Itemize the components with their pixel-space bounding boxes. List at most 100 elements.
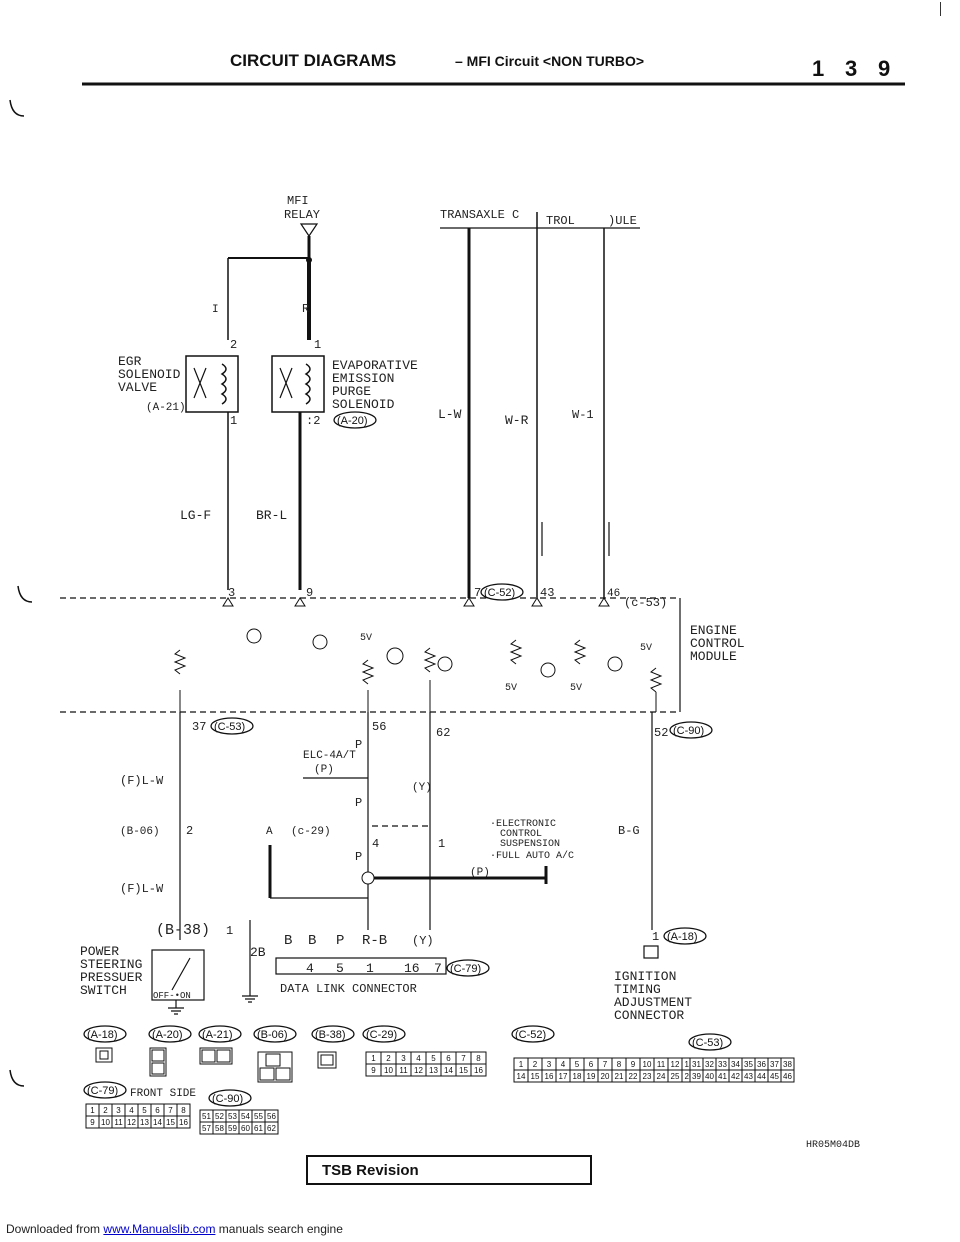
connector-pin-number: 23 (643, 1072, 652, 1081)
svg-text:(C-53): (C-53) (214, 721, 245, 733)
connector-pin-cell (264, 1121, 279, 1135)
dlc-num-16: 16 (404, 961, 420, 976)
front-side-label: FRONT SIDE (130, 1088, 196, 1100)
ps-connector: (B-38) (156, 922, 210, 939)
page-num-1: 1 (812, 56, 824, 81)
connector-pin-number: 52 (215, 1112, 224, 1121)
connector-pin-number: 7 (461, 1054, 466, 1063)
footer-suffix: manuals search engine (218, 1222, 343, 1236)
wire-y-label: (Y) (412, 782, 432, 794)
egr-diode-symbol (193, 367, 207, 399)
connector-pin-number: 19 (587, 1072, 596, 1081)
connector-pin-number: 41 (718, 1072, 727, 1081)
connector-pin-number: 15 (531, 1072, 540, 1081)
svg-text:(A-20): (A-20) (152, 1029, 183, 1041)
legend-a21: (A-21) (198, 1025, 242, 1043)
elc-label: ELC-4A/T (303, 750, 356, 762)
c29-pin-1: 1 (438, 837, 445, 851)
connector-pin-number: 11 (114, 1118, 123, 1127)
connector-pin-number: 3 (401, 1054, 406, 1063)
wire-p-2: P (355, 796, 362, 810)
connector-pin-number: 12 (127, 1118, 136, 1127)
egr-label-1: EGR (118, 354, 142, 369)
connector-pin-number: 12 (671, 1060, 680, 1069)
ecm-pin-52: 52 (654, 726, 668, 740)
connector-pin-number: 45 (770, 1072, 779, 1081)
ecs-label-1: ·ELECTRONIC (490, 819, 556, 830)
egr-label-2: SOLENOID (118, 367, 181, 382)
svg-text:(B-38): (B-38) (315, 1029, 346, 1041)
connector-pin-number: 5 (431, 1054, 436, 1063)
footer-link[interactable]: www.Manualslib.com (103, 1222, 216, 1236)
connector-pin-number: 18 (573, 1072, 582, 1081)
connector-pin-number: 8 (476, 1054, 481, 1063)
legend-b06: (B-06) (253, 1025, 297, 1043)
corner-mark (940, 2, 941, 16)
b06-pin: 2 (186, 824, 193, 838)
ign-label-1: IGNITION (614, 969, 676, 984)
dlc-label: DATA LINK CONNECTOR (280, 982, 417, 996)
egr-top-mark: I (212, 304, 219, 316)
connector-face-a20 (149, 1047, 167, 1077)
egr-label-3: VALVE (118, 380, 157, 395)
footer: Downloaded from www.Manualslib.com manua… (6, 1222, 343, 1236)
ecm-pin-43: 43 (540, 586, 554, 600)
wire-w-r-label: W-R (505, 413, 529, 428)
connector-face-a21 (199, 1047, 233, 1065)
connector-pin-number: 14 (444, 1066, 453, 1075)
connector-pin-number: 25 (671, 1072, 680, 1081)
evap-label-2: EMISSION (332, 371, 394, 386)
ecm-label-3: MODULE (690, 649, 737, 664)
dlc-body (275, 957, 447, 975)
dlc-pin-2b: 2B (250, 945, 266, 960)
diagram-code: HR05M04DB (806, 1140, 860, 1151)
svg-text:(C-52): (C-52) (484, 587, 515, 599)
connector-pin-number: 53 (228, 1112, 237, 1121)
connector-pin-number: 4 (416, 1054, 421, 1063)
ecm-pin-56: 56 (372, 720, 386, 734)
legend-c52: (C-52) (511, 1025, 555, 1043)
svg-text:(C-90): (C-90) (673, 725, 704, 737)
splice-35 (361, 871, 375, 885)
connector-pin-number: 15 (166, 1118, 175, 1127)
svg-text:(C-53): (C-53) (692, 1037, 723, 1049)
ps-label-4: SWITCH (80, 983, 127, 998)
evap-coil-symbol (304, 363, 311, 405)
connector-pin-number: 1 (519, 1060, 524, 1069)
connector-pin-number: 32 (705, 1060, 714, 1069)
ps-pin: 1 (226, 924, 233, 938)
connector-pin-number: 11 (657, 1060, 666, 1069)
connector-pin-number: 54 (241, 1112, 250, 1121)
connector-pin-number: 13 (140, 1118, 149, 1127)
connector-pin-number: 55 (254, 1112, 263, 1121)
connector-pin-number: 16 (474, 1066, 483, 1075)
connector-pin-number: 17 (559, 1072, 568, 1081)
connector-pin-number: 16 (545, 1072, 554, 1081)
wire-b-g-label: B-G (618, 824, 640, 838)
mfi-relay-label-1: MFI (287, 194, 309, 208)
evap-connector-chip: (A-20) (333, 411, 377, 429)
connector-pin-number: 12 (414, 1066, 423, 1075)
evap-diode-symbol (279, 367, 293, 399)
connector-pin-number: 9 (90, 1118, 95, 1127)
connector-pin-number: 4 (561, 1060, 566, 1069)
dlc-pin-rb: R-B (362, 933, 387, 949)
svg-text:(C-90): (C-90) (212, 1093, 243, 1105)
ps-off-on: OFF-•ON (153, 991, 191, 1001)
connector-pin-number: 35 (744, 1060, 753, 1069)
connector-pin-number: 9 (371, 1066, 376, 1075)
evap-pin-top: 1 (314, 338, 321, 352)
ecm-pin-37: 37 (192, 720, 206, 734)
connector-pin-number: 14 (517, 1072, 526, 1081)
header-subtitle: – MFI Circuit <NON TURBO> (455, 53, 644, 69)
mfi-relay-label-2: RELAY (284, 208, 320, 222)
connector-pin-cell (780, 1069, 795, 1083)
connector-pin-number: 62 (267, 1124, 276, 1133)
v5-label: 5V (360, 633, 372, 644)
connector-pin-number: 13 (429, 1066, 438, 1075)
connector-pin-number: 42 (731, 1072, 740, 1081)
